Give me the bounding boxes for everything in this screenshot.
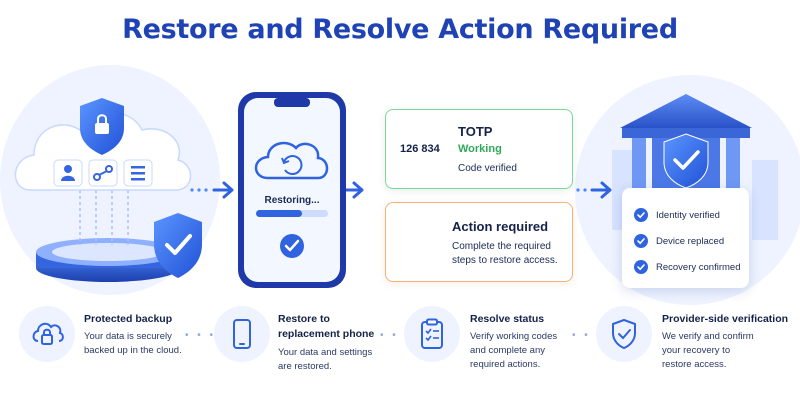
check-circle-icon: [634, 234, 648, 248]
page-title: Restore and Resolve Action Required: [122, 14, 678, 45]
flow-arrow-2: [342, 181, 364, 199]
action-detail-line1: Complete the required: [452, 241, 551, 252]
feature-title-resolve: Resolve status: [470, 313, 545, 325]
totp-card: 126 834 TOTP Working Code verified: [385, 109, 573, 189]
checklist-item-label: Recovery confirmed: [656, 261, 741, 273]
phone-illustration: [238, 92, 346, 288]
feature-desc-restore-1: Your data and settings: [278, 347, 373, 358]
feature-title-verification: Provider-side verification: [662, 313, 789, 325]
cloud-backup-illustration: [14, 98, 202, 282]
check-circle-icon: [634, 260, 648, 274]
action-detail-line2: steps to restore access.: [452, 255, 558, 266]
feature-desc-verification-3: restore access.: [662, 359, 727, 370]
phone-status-text: Restoring...: [264, 195, 320, 206]
feature-desc-backup-2: backed up in the cloud.: [84, 345, 182, 356]
phone-icon: [214, 306, 270, 362]
totp-title: TOTP: [458, 124, 493, 139]
feature-desc-verification-2: your recovery to: [662, 345, 731, 356]
connector-dots: • • •: [185, 330, 217, 341]
checklist-item-label: Device replaced: [656, 235, 725, 247]
totp-detail: Code verified: [458, 163, 517, 174]
flow-arrow-3: [576, 181, 612, 199]
checklist-item: Device replaced: [634, 232, 724, 250]
checklist-item: Identity verified: [634, 206, 720, 224]
provider-building-illustration: [612, 94, 778, 240]
feature-desc-verification-1: We verify and confirm: [662, 331, 754, 342]
feature-desc-resolve-2: and complete any: [470, 345, 545, 356]
connector-dots: • • •: [572, 330, 604, 341]
action-required-card[interactable]: Action required Complete the required st…: [385, 202, 573, 282]
clipboard-checklist-icon: [404, 306, 460, 362]
feature-title-backup: Protected backup: [84, 313, 173, 325]
checklist-item: Recovery confirmed: [634, 258, 740, 276]
totp-status: Working: [458, 143, 502, 155]
feature-desc-resolve-1: Verify working codes: [470, 331, 558, 342]
shield-check-icon: [596, 306, 652, 362]
feature-desc-resolve-3: required actions.: [470, 359, 541, 370]
cloud-lock-icon: [19, 306, 75, 362]
checklist-item-label: Identity verified: [656, 209, 720, 221]
check-circle-icon: [634, 208, 648, 222]
feature-title-restore-1: Restore to: [278, 313, 330, 325]
connector-dots: • • •: [380, 330, 412, 341]
flow-arrow-1: [190, 181, 234, 199]
action-title: Action required: [452, 219, 549, 234]
verification-checklist: Identity verified Device replaced Recove…: [622, 188, 749, 288]
feature-desc-backup-1: Your data is securely: [84, 331, 172, 342]
totp-code: 126 834: [400, 143, 440, 155]
feature-desc-restore-2: are restored.: [278, 361, 332, 372]
feature-title-restore-2: replacement phone: [278, 328, 375, 340]
